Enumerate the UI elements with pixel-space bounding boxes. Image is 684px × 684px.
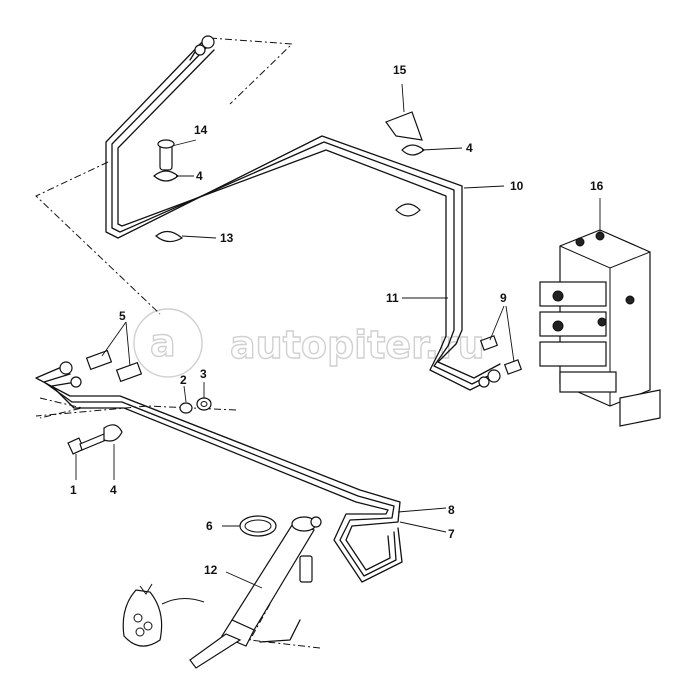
clamp-parts	[153, 111, 425, 243]
callout-2: 2	[180, 373, 187, 387]
callout-4-upper-right: 4	[466, 141, 473, 155]
svg-text:a: a	[150, 321, 176, 365]
pipe-7-8	[35, 361, 403, 583]
fittings-5	[85, 349, 143, 383]
callout-16: 16	[590, 179, 604, 193]
callout-5: 5	[119, 309, 126, 323]
washers-2-3	[179, 397, 212, 414]
bolt-1-and-clamp-4	[67, 424, 123, 455]
callout-4-upper-left: 4	[196, 169, 203, 183]
callout-10: 10	[510, 179, 524, 193]
callout-14: 14	[194, 123, 208, 137]
control-valve-16	[539, 229, 661, 427]
callout-11: 11	[386, 291, 399, 305]
leader-lines	[75, 83, 601, 589]
clamp-6	[239, 515, 277, 537]
fittings-9	[479, 335, 523, 375]
hardware-bag	[122, 583, 205, 647]
callout-13: 13	[220, 231, 234, 245]
callout-1: 1	[70, 483, 77, 497]
callout-8: 8	[448, 503, 455, 517]
construction-lines	[35, 37, 321, 649]
callout-3: 3	[200, 367, 207, 381]
callout-15: 15	[393, 63, 407, 77]
callout-9: 9	[500, 291, 507, 305]
callout-4-lower: 4	[110, 483, 117, 497]
hydraulic-cylinder-12	[189, 516, 322, 669]
callout-12: 12	[204, 563, 218, 577]
callouts: 15 14 4 4 10 16 13 11 9 5 2 3 1 4 8 6 7 …	[70, 63, 604, 577]
pipe-10-11	[105, 35, 501, 391]
callout-6: 6	[206, 519, 213, 533]
callout-7: 7	[448, 527, 455, 541]
